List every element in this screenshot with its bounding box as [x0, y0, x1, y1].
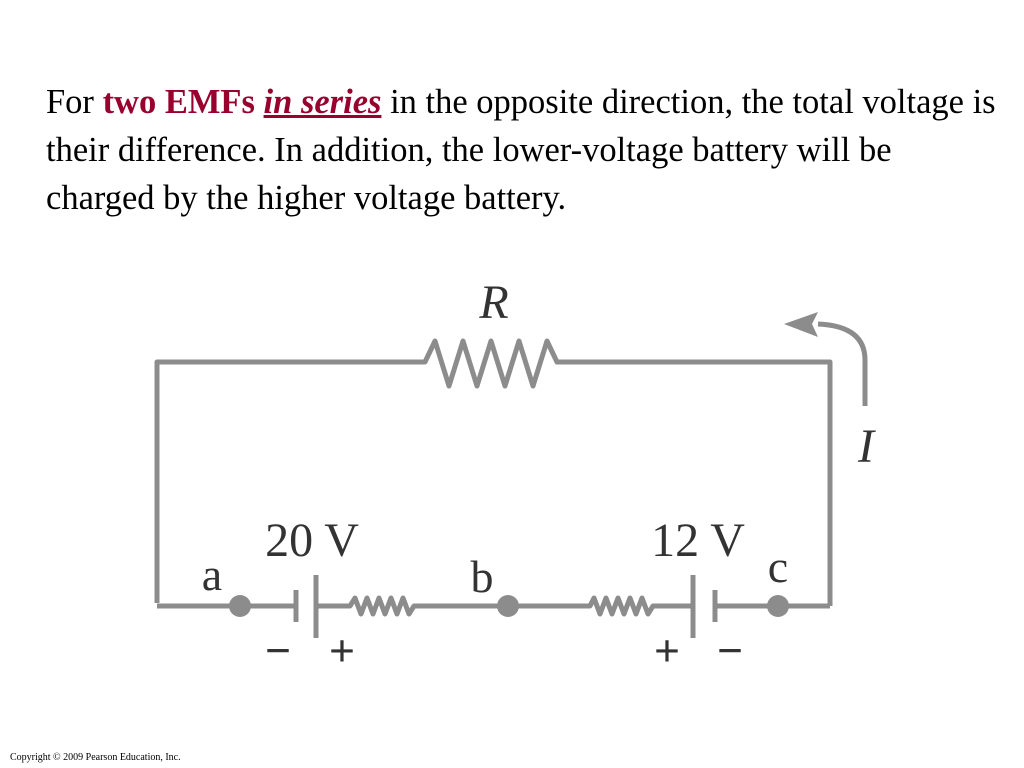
node-b-label: b: [471, 551, 494, 602]
top-wire-resistor: [154, 338, 833, 606]
text-two-emfs: two EMFs: [102, 83, 255, 121]
copyright-notice: Copyright © 2009 Pearson Education, Inc.: [10, 752, 181, 763]
left-battery-minus: −: [265, 625, 291, 676]
text-in-series: in series: [263, 83, 382, 121]
node-a-label: a: [202, 549, 222, 600]
slide-text: For two EMFs in series in the opposite d…: [46, 78, 996, 222]
text-intro: For: [46, 83, 103, 121]
node-b-dot: [497, 595, 519, 617]
right-battery-voltage: 12 V: [651, 514, 745, 567]
node-c-dot: [767, 595, 789, 617]
left-internal-resistor: [318, 595, 508, 617]
current-arrowhead: [784, 312, 818, 337]
left-battery-plus: +: [329, 625, 355, 676]
node-c-label: c: [768, 541, 788, 592]
text-rest: in the opposite direction, the total vol…: [46, 83, 996, 217]
node-a-dot: [229, 595, 251, 617]
right-battery-plus: +: [654, 625, 680, 676]
right-battery-minus: −: [717, 625, 743, 676]
current-arrow-path: [817, 321, 868, 406]
resistor-label: R: [478, 276, 508, 329]
right-internal-resistor: [508, 595, 691, 617]
current-label: I: [857, 420, 876, 473]
left-battery-voltage: 20 V: [265, 514, 359, 567]
